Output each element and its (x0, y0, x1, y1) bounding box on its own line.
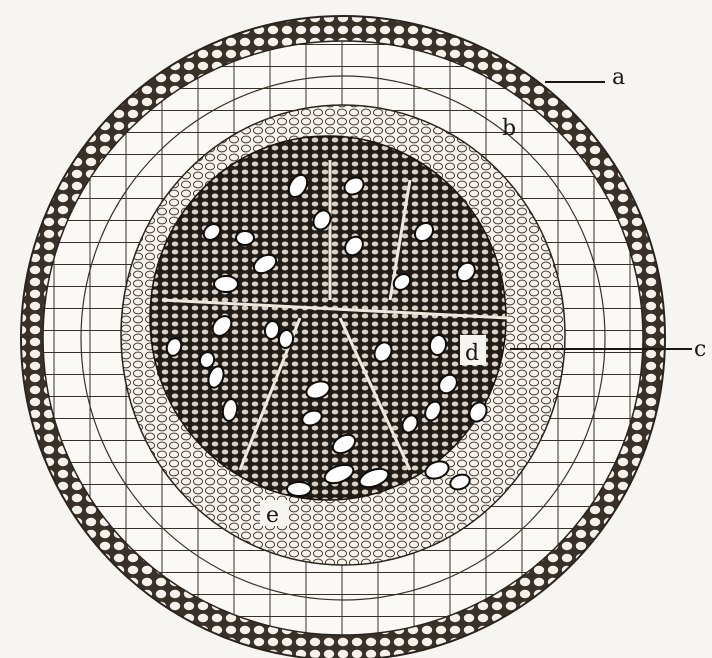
label-d: d (465, 341, 479, 366)
label-c: c (694, 337, 706, 362)
stele-core (150, 136, 506, 500)
xylem-vessel (214, 276, 238, 292)
xylem-vessel (236, 231, 254, 245)
xylem-vessel (287, 482, 311, 496)
label-e: e (266, 503, 279, 528)
label-b: b (502, 116, 516, 141)
label-a: a (612, 65, 625, 90)
